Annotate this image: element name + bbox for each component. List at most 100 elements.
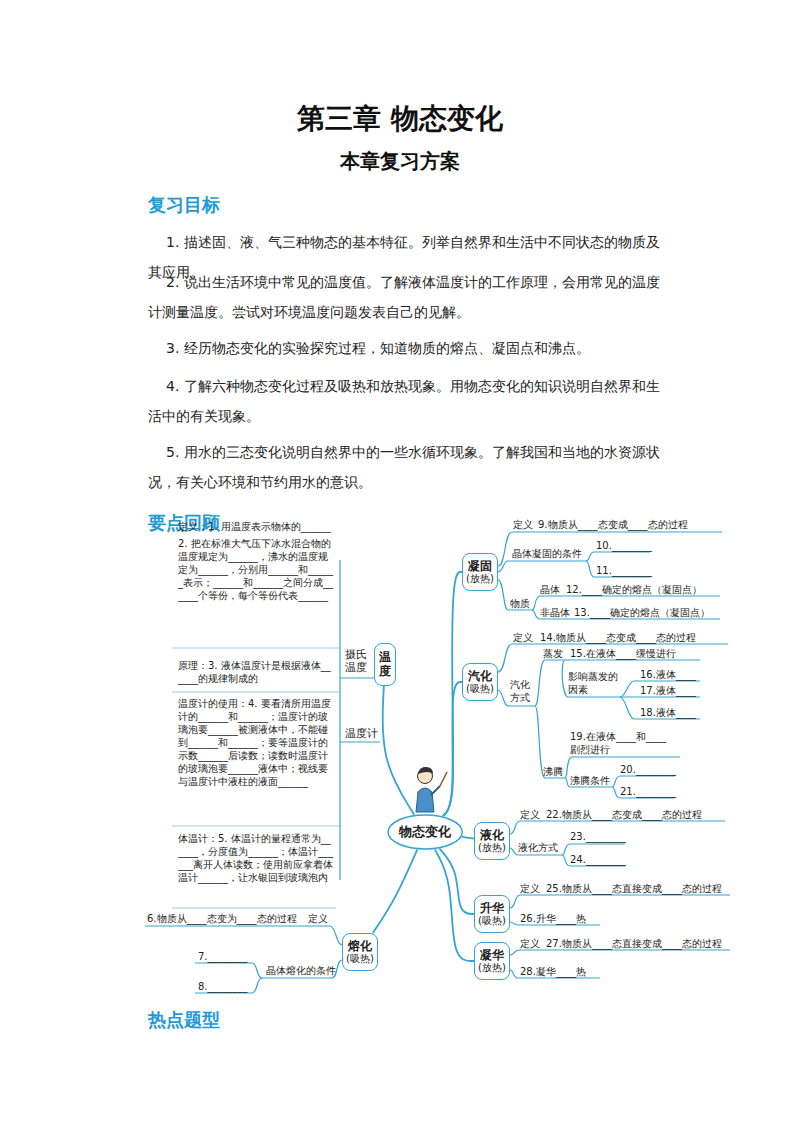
map-label: 22.物质从____态变成____态的过程	[546, 808, 702, 821]
map-label: 影响蒸发的因素	[568, 670, 620, 696]
map-label: 定义：1. 用温度表示物体的______	[178, 520, 331, 533]
map-label: 12.____确定的熔点（凝固点）	[566, 583, 702, 596]
node-note: (吸热)	[478, 915, 506, 927]
map-label: 沸腾	[543, 765, 563, 778]
node-title: 物态变化	[399, 824, 451, 840]
map-label: 23.________	[570, 830, 626, 843]
branch-line	[195, 978, 262, 993]
subtitle: 本章复习方案	[0, 148, 800, 175]
goal-paragraph: 3. 经历物态变化的实验探究过程，知道物质的熔点、凝固点和沸点。	[148, 333, 663, 363]
branch-line	[145, 926, 342, 945]
map-label: 物质	[510, 597, 530, 610]
map-label: 8.________	[198, 980, 248, 993]
node-title: 凝固	[468, 559, 492, 573]
map-label: 定义	[513, 518, 533, 531]
map-label: 21.________	[620, 785, 676, 798]
goal-paragraph: 4. 了解六种物态变化过程及吸热和放热现象。用物态变化的知识说明自然界和生活中的…	[148, 371, 663, 431]
map-label: 摄氏温度	[345, 648, 369, 674]
map-label: 定义	[308, 912, 328, 925]
separator-line	[172, 648, 340, 908]
map-label: 定义	[520, 808, 540, 821]
map-label: 6.物质从____态变为____态的过程	[147, 912, 297, 925]
branch-line	[340, 741, 380, 742]
branch-connector	[435, 849, 474, 961]
central-ellipse: 物态变化	[387, 814, 463, 850]
figure-arm	[431, 786, 440, 795]
bracket-line	[339, 678, 340, 880]
map-label: 7.________	[198, 950, 248, 963]
map-label: 汽化方式	[510, 678, 532, 704]
branch-connector	[439, 849, 474, 914]
branch-line	[620, 697, 700, 719]
map-label: 24.________	[570, 853, 626, 866]
branch-line	[535, 660, 700, 706]
process-box: 凝华(放热)	[474, 942, 510, 980]
map-label: 温度计的使用：4. 要看清所用温度计的______和______；温度计的玻璃泡…	[178, 697, 333, 788]
branch-line	[195, 963, 262, 978]
map-label: 晶体熔化的条件	[266, 964, 336, 977]
branch-line	[562, 844, 625, 855]
branch-connector	[443, 572, 462, 816]
node-title: 升华	[480, 901, 504, 915]
figure-hair	[418, 767, 433, 774]
topic-box: 温度	[374, 643, 396, 686]
map-label: 蒸发	[543, 647, 563, 660]
map-label: 晶体	[540, 583, 560, 596]
ellipse-shape	[388, 815, 462, 849]
goal-paragraph: 5. 用水的三态变化说明自然界中的一些水循环现象。了解我国和当地的水资源状况，有…	[148, 437, 663, 497]
branch-line	[612, 776, 675, 787]
map-label: 26.升华____热	[520, 912, 586, 925]
node-title: 凝华	[480, 948, 504, 962]
branch-line	[586, 552, 650, 561]
node-note: (放热)	[478, 962, 506, 974]
node-title: 液化	[480, 828, 504, 842]
map-label: 非晶体	[540, 606, 570, 619]
node-note: (吸热)	[346, 953, 374, 965]
map-label: 20.________	[620, 763, 676, 776]
branch-line	[498, 580, 532, 610]
branch-line	[565, 757, 680, 778]
figure-body	[416, 788, 434, 812]
branch-line	[498, 644, 728, 672]
map-label: 原理：3. 液体温度计是根据液体______的规律制成的	[178, 659, 333, 685]
map-label: 25.物质从____态直接变成____态的过程	[546, 882, 722, 895]
map-label: 16.液体____	[640, 668, 696, 681]
map-label: 定义	[513, 631, 533, 644]
map-label: 14.物质从____态变成____态的过程	[540, 631, 696, 644]
branch-line	[510, 895, 730, 908]
map-label: 28.凝华____热	[520, 965, 586, 978]
map-label: 17.液体____	[640, 684, 696, 697]
node-title: 汽化	[468, 669, 492, 683]
node-note: (放热)	[466, 573, 494, 585]
goal-paragraph: 2. 说出生活环境中常见的温度值。了解液体温度计的工作原理，会用常见的温度计测量…	[148, 267, 663, 327]
page-title: 第三章 物态变化	[0, 100, 800, 138]
branch-connector	[383, 686, 415, 815]
branch-line	[498, 561, 586, 572]
process-box: 汽化(吸热)	[462, 663, 498, 701]
process-box: 升华(吸热)	[474, 895, 510, 933]
map-label: 定义	[520, 882, 540, 895]
node-note: (放热)	[478, 842, 506, 854]
teacher-figure	[416, 767, 447, 812]
map-label: 11.________	[596, 564, 652, 577]
map-label: 沸腾条件	[570, 774, 610, 787]
node-title: 温度	[379, 651, 391, 677]
branch-line	[562, 660, 700, 697]
branch-lines	[145, 532, 730, 993]
section-heading: 热点题型	[148, 1008, 220, 1032]
branch-line	[262, 960, 342, 978]
map-label: 9.物质从____态变成____态的过程	[538, 518, 688, 531]
process-box: 熔化(吸热)	[342, 933, 378, 971]
map-label: 2. 把在标准大气压下冰水混合物的温度规定为______，沸水的温度规定为___…	[178, 537, 333, 602]
branch-connector	[373, 850, 417, 933]
node-title: 熔化	[348, 939, 372, 953]
bracket-line	[340, 560, 374, 678]
node-note: (吸热)	[466, 683, 494, 695]
map-label: 27.物质从____态直接变成____态的过程	[546, 937, 722, 950]
map-label: 13.____确定的熔点（凝固点）	[574, 606, 710, 619]
branch-line	[620, 681, 700, 697]
branch-line	[510, 950, 730, 955]
map-label: 19.在液体____和____剧烈进行	[570, 730, 670, 756]
map-label: 晶体凝固的条件	[512, 547, 582, 560]
